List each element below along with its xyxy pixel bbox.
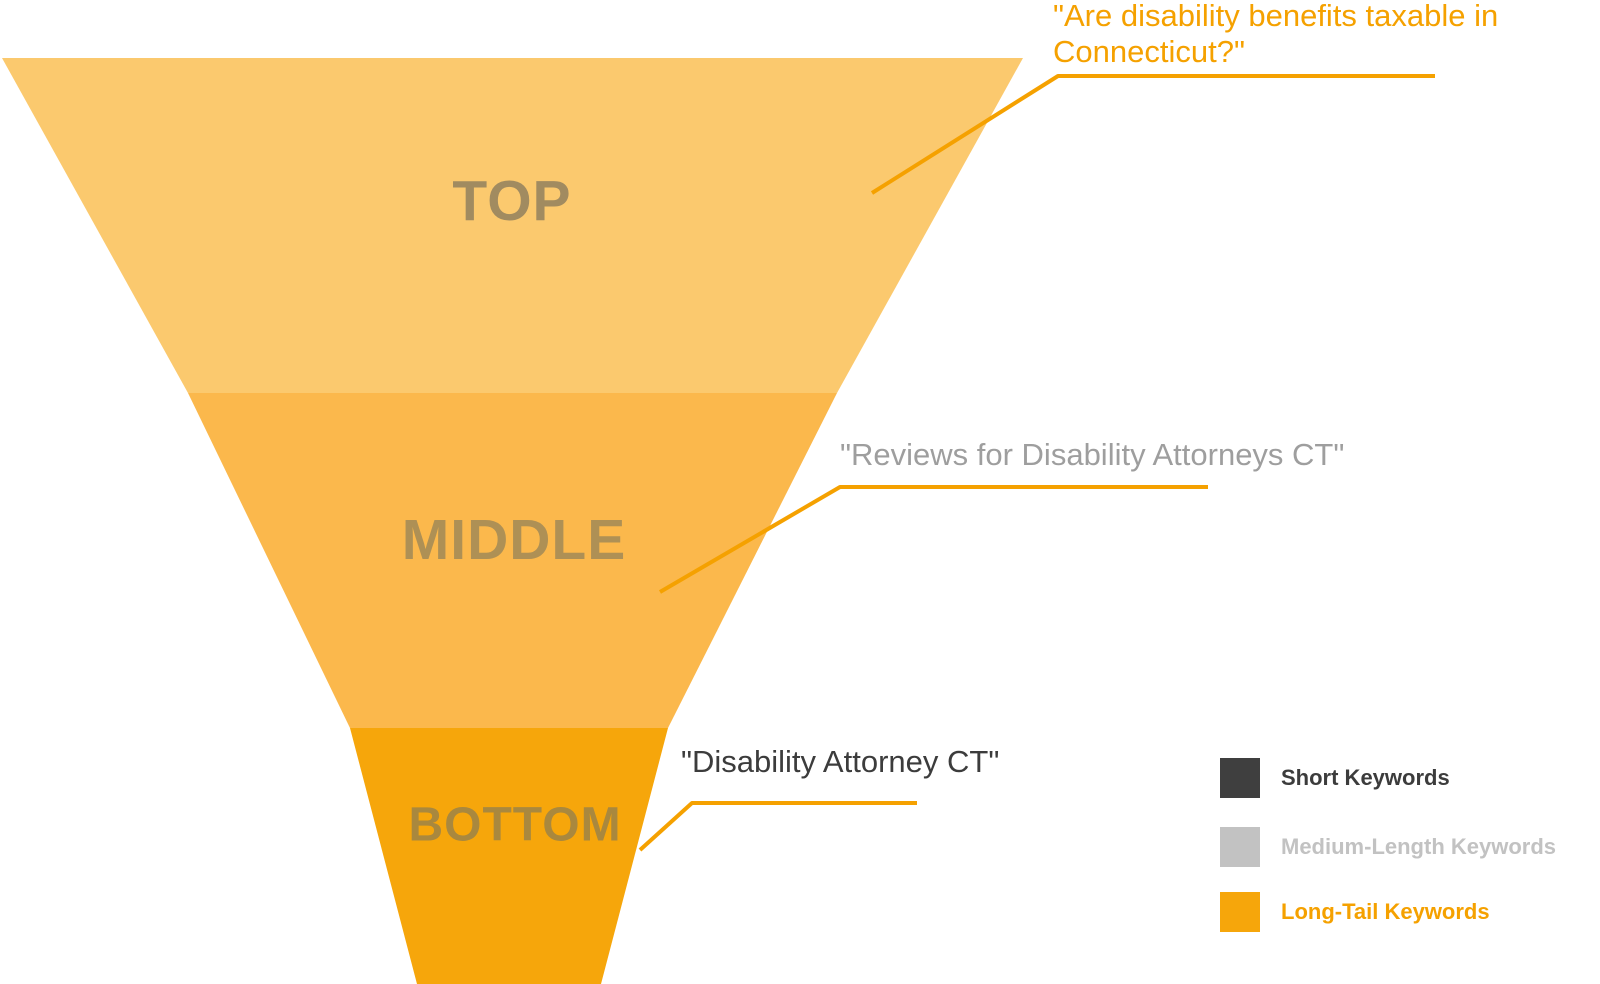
stage-label-bottom: BOTTOM: [408, 798, 622, 852]
legend-swatch-long-tail-keywords-rect: [1220, 892, 1260, 932]
funnel-stage-bottom-shape: [350, 728, 668, 984]
legend-swatch-medium-length-keywords: [1220, 827, 1260, 867]
callout-line-middle: [658, 485, 1208, 594]
legend-item-long-tail-keywords: Long-Tail Keywords: [1220, 892, 1490, 932]
legend-swatch-short-keywords-rect: [1220, 758, 1260, 798]
legend-item-medium-length-keywords: Medium-Length Keywords: [1220, 827, 1556, 867]
legend-item-short-keywords: Short Keywords: [1220, 758, 1450, 798]
funnel-stage-top-shape: [2, 58, 1023, 393]
stage-label-top: TOP: [452, 169, 572, 233]
callout-line-top: [870, 74, 1435, 195]
stage-label-middle: MIDDLE: [401, 508, 627, 572]
legend-swatch-medium-length-keywords-rect: [1220, 827, 1260, 867]
legend-label-short-keywords: Short Keywords: [1281, 765, 1450, 790]
callout-text-bottom: "Disability Attorney CT": [681, 744, 1000, 779]
funnel-stage-middle-shape: [188, 393, 837, 728]
callout-line-bottom: [638, 801, 917, 852]
callout-text-middle: "Reviews for Disability Attorneys CT": [840, 437, 1345, 472]
callout-text-top: "Are disability benefits taxable in Conn…: [1053, 0, 1499, 69]
legend-swatch-short-keywords: [1220, 758, 1260, 798]
legend-swatch-long-tail-keywords: [1220, 892, 1260, 932]
legend-label-long-tail-keywords: Long-Tail Keywords: [1281, 899, 1490, 924]
legend-label-medium-length-keywords: Medium-Length Keywords: [1281, 834, 1557, 859]
